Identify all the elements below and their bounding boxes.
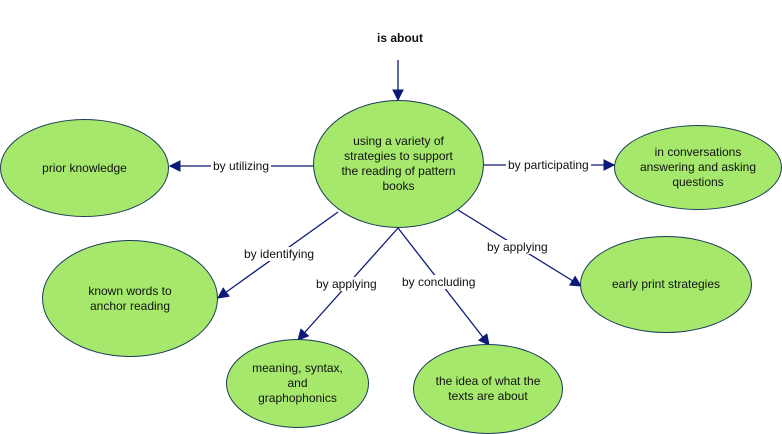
node-center-text: using a variety of strategies to support… — [341, 134, 456, 193]
node-conversations-text: in conversations answering and asking qu… — [639, 145, 757, 189]
node-conversations[interactable]: in conversations answering and asking qu… — [614, 125, 782, 210]
link-label-identifying: by identifying — [242, 247, 317, 261]
node-meaning-syntax-text: meaning, syntax, and graphophonics — [252, 361, 343, 405]
node-known-words-text: known words to anchor reading — [88, 283, 172, 313]
link-label-participating: by participating — [506, 158, 591, 172]
link-label-applying-left: by applying — [314, 277, 379, 291]
top-label: is about — [377, 31, 424, 45]
node-early-print[interactable]: early print strategies — [580, 236, 752, 333]
node-prior-knowledge-text: prior knowledge — [42, 160, 127, 175]
node-prior-knowledge[interactable]: prior knowledge — [0, 119, 169, 217]
node-early-print-text: early print strategies — [611, 277, 721, 291]
node-known-words[interactable]: known words to anchor reading — [42, 240, 218, 357]
node-idea-of-texts[interactable]: the idea of what the texts are about — [413, 344, 563, 434]
node-idea-of-texts-text: the idea of what the texts are about — [435, 374, 541, 403]
link-label-utilizing: by utilizing — [211, 159, 272, 173]
link-label-concluding: by concluding — [400, 275, 478, 289]
node-meaning-syntax[interactable]: meaning, syntax, and graphophonics — [226, 339, 369, 428]
link-label-applying-right: by applying — [485, 240, 550, 254]
node-center[interactable]: using a variety of strategies to support… — [313, 100, 484, 228]
